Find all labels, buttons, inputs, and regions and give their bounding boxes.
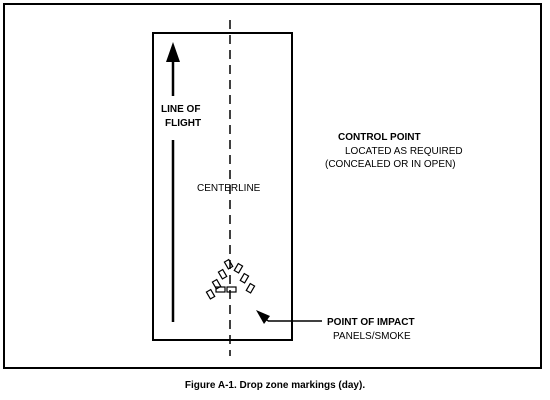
line-of-flight-label-2: FLIGHT — [165, 118, 202, 129]
point-of-impact-subtitle: PANELS/SMOKE — [333, 331, 411, 342]
figure-frame — [3, 3, 542, 369]
centerline-label: CENTERLINE — [197, 183, 261, 194]
figure-caption: Figure A-1. Drop zone markings (day). — [184, 380, 366, 391]
panel-marker — [215, 286, 226, 293]
panel-marker — [233, 262, 244, 274]
panel-marker — [245, 282, 256, 294]
line-of-flight-label-1: LINE OF — [161, 104, 201, 115]
panel-marker — [226, 286, 237, 293]
impact-panels — [205, 258, 256, 300]
control-point-line3: (CONCEALED OR IN OPEN) — [325, 159, 456, 170]
panel-marker — [211, 278, 222, 290]
panel-marker — [205, 288, 216, 300]
panel-marker — [223, 258, 234, 270]
control-point-line2: LOCATED AS REQUIRED — [345, 146, 463, 157]
panel-marker — [217, 268, 228, 280]
control-point-title: CONTROL POINT — [338, 132, 421, 143]
drop-zone-rectangle — [152, 32, 293, 341]
panel-marker — [239, 272, 250, 284]
line-of-flight-arrowhead — [166, 42, 180, 62]
point-of-impact-title: POINT OF IMPACT — [327, 317, 415, 328]
